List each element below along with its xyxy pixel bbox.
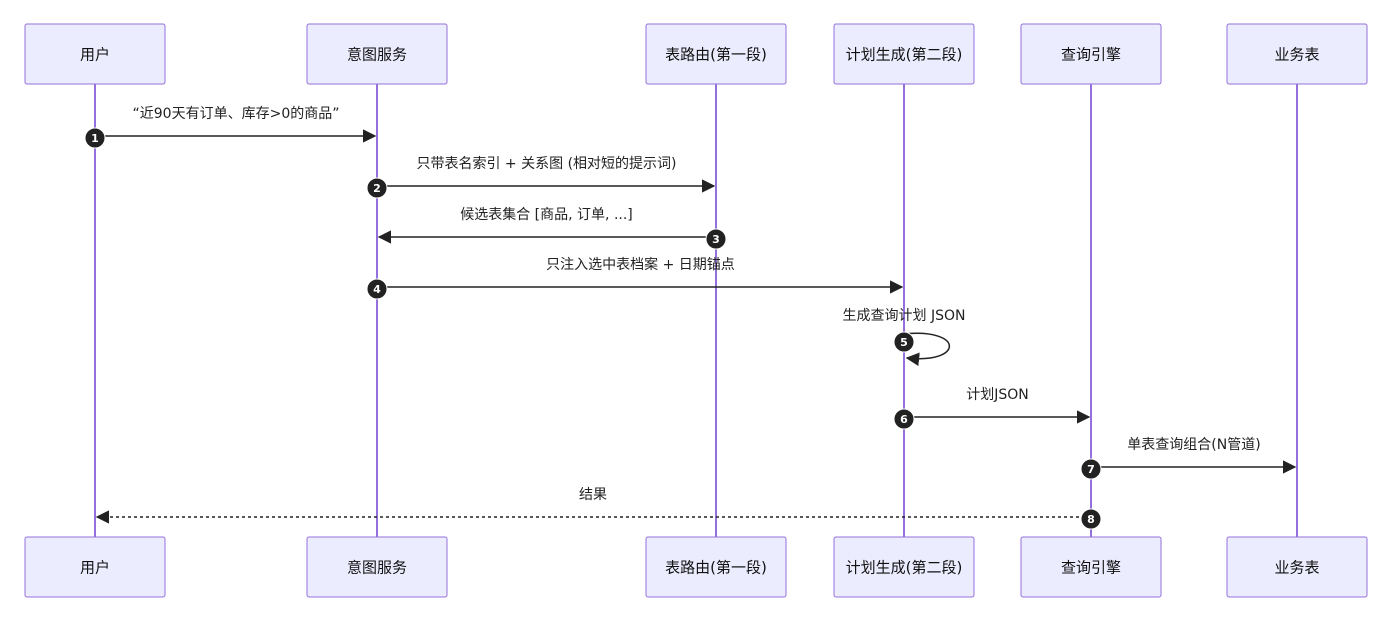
message-7: 单表查询组合(N管道) 7 bbox=[1080, 437, 1297, 480]
message-label: 结果 bbox=[579, 487, 607, 503]
participant-label: 用户 bbox=[80, 559, 110, 577]
sequence-number: 5 bbox=[900, 336, 908, 349]
participant-box bbox=[306, 23, 448, 85]
sequence-number: 6 bbox=[900, 413, 908, 426]
participant-box bbox=[645, 536, 787, 598]
participant-box bbox=[833, 536, 975, 598]
sequence-number-badge bbox=[366, 177, 388, 199]
message-label: “近90天有订单、库存>0的商品” bbox=[133, 106, 340, 122]
participant-box bbox=[1226, 23, 1368, 85]
sequence-number-badge bbox=[1080, 458, 1102, 480]
participant-intent-bottom: 意图服务 bbox=[306, 536, 448, 598]
participant-label: 计划生成(第二段) bbox=[846, 46, 963, 64]
participant-engine-top: 查询引擎 bbox=[1020, 23, 1162, 85]
sequence-number: 7 bbox=[1087, 463, 1095, 476]
participant-box bbox=[833, 23, 975, 85]
sequence-number: 4 bbox=[373, 283, 381, 296]
participant-box bbox=[1020, 536, 1162, 598]
participant-box bbox=[24, 536, 166, 598]
sequence-number-badge bbox=[366, 278, 388, 300]
message-5: 生成查询计划 JSON 5 bbox=[843, 308, 966, 366]
participant-label: 查询引擎 bbox=[1061, 559, 1121, 577]
sequence-number: 3 bbox=[712, 233, 720, 246]
participant-planner-bottom: 计划生成(第二段) bbox=[833, 536, 975, 598]
participant-label: 查询引擎 bbox=[1061, 46, 1121, 64]
participant-label: 用户 bbox=[80, 46, 110, 64]
message-label: 只带表名索引 + 关系图 (相对短的提示词) bbox=[416, 155, 676, 172]
participant-box bbox=[1020, 23, 1162, 85]
participant-box bbox=[24, 23, 166, 85]
participant-engine-bottom: 查询引擎 bbox=[1020, 536, 1162, 598]
participant-router-bottom: 表路由(第一段) bbox=[645, 536, 787, 598]
participant-label: 意图服务 bbox=[347, 46, 407, 64]
message-label: 只注入选中表档案 + 日期锚点 bbox=[546, 256, 735, 273]
message-3: 候选表集合 [商品, 订单, ...] 3 bbox=[377, 206, 727, 250]
self-message-arrow bbox=[903, 332, 950, 366]
participant-user-top: 用户 bbox=[24, 23, 166, 85]
participant-intent-top: 意图服务 bbox=[306, 23, 448, 85]
message-label: 计划JSON bbox=[966, 387, 1029, 403]
message-label: 生成查询计划 JSON bbox=[843, 308, 966, 324]
participant-box bbox=[306, 536, 448, 598]
participant-label: 意图服务 bbox=[347, 559, 407, 577]
participant-biz-top: 业务表 bbox=[1226, 23, 1368, 85]
message-label: 单表查询组合(N管道) bbox=[1127, 437, 1260, 453]
sequence-number: 8 bbox=[1087, 513, 1095, 526]
participant-planner-top: 计划生成(第二段) bbox=[833, 23, 975, 85]
message-6: 计划JSON 6 bbox=[893, 387, 1091, 430]
sequence-number: 2 bbox=[373, 182, 381, 195]
participant-biz-bottom: 业务表 bbox=[1226, 536, 1368, 598]
participant-router-top: 表路由(第一段) bbox=[645, 23, 787, 85]
message-1: “近90天有订单、库存>0的商品” 1 bbox=[84, 106, 377, 149]
sequence-number-badge bbox=[84, 127, 106, 149]
message-8: 结果 8 bbox=[95, 487, 1102, 530]
sequence-number: 1 bbox=[91, 132, 99, 145]
participant-user-bottom: 用户 bbox=[24, 536, 166, 598]
participant-label: 业务表 bbox=[1274, 46, 1319, 64]
sequence-number-badge bbox=[1080, 508, 1102, 530]
participant-label: 计划生成(第二段) bbox=[846, 559, 963, 577]
message-label: 候选表集合 [商品, 订单, ...] bbox=[460, 206, 633, 223]
sequence-number-badge bbox=[893, 331, 915, 353]
participant-label: 表路由(第一段) bbox=[665, 46, 767, 64]
sequence-number-badge bbox=[705, 228, 727, 250]
message-4: 只注入选中表档案 + 日期锚点 4 bbox=[366, 256, 904, 300]
participant-box bbox=[1226, 536, 1368, 598]
participant-box bbox=[645, 23, 787, 85]
participant-label: 业务表 bbox=[1274, 559, 1319, 577]
sequence-number-badge bbox=[893, 408, 915, 430]
message-2: 只带表名索引 + 关系图 (相对短的提示词) 2 bbox=[366, 155, 716, 199]
participant-label: 表路由(第一段) bbox=[665, 559, 767, 577]
